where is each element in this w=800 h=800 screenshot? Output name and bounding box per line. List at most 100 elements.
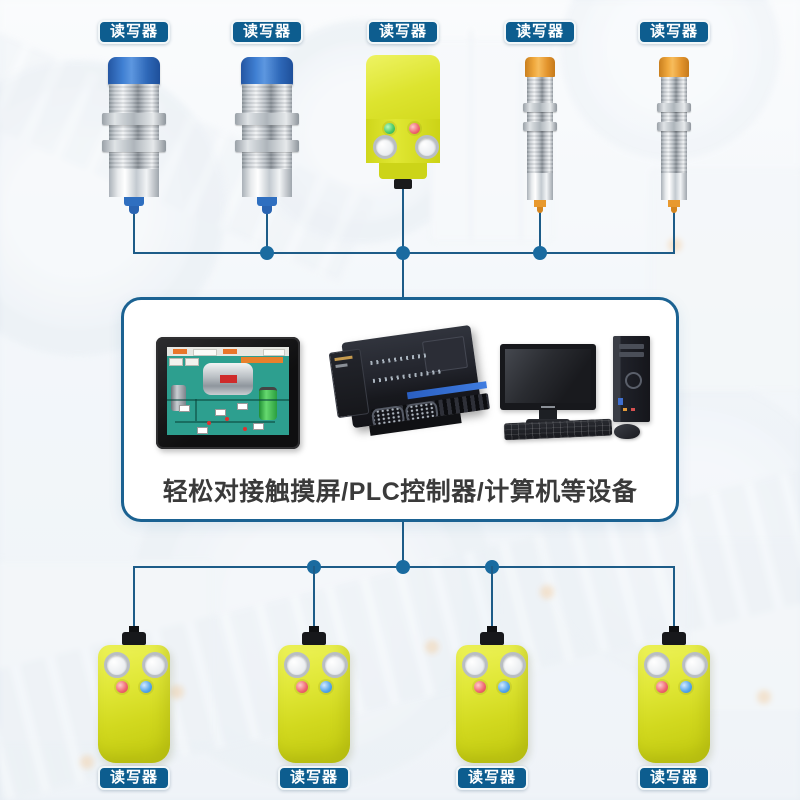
hmi-tank xyxy=(171,385,186,411)
tower-sticker xyxy=(618,398,623,405)
device-label-badge: 读写器 xyxy=(456,766,528,790)
desktop-computer xyxy=(500,336,656,442)
connection-cable xyxy=(491,566,493,628)
monitor xyxy=(500,344,596,410)
cable-connector xyxy=(302,632,326,645)
background-shape xyxy=(170,685,184,699)
connection-cable xyxy=(673,212,675,254)
block-reader-3 xyxy=(456,626,528,766)
block-reader-1 xyxy=(98,626,170,766)
connection-cable xyxy=(539,212,541,254)
hmi-tank-label xyxy=(220,375,237,383)
hmi-tank xyxy=(259,387,277,420)
device-label-badge: 读写器 xyxy=(98,20,170,44)
tower-emblem xyxy=(625,372,642,389)
monitor-stand xyxy=(539,410,557,419)
thin-sensor-1 xyxy=(523,57,557,213)
sensor-nut xyxy=(523,122,557,131)
sensor-nut xyxy=(235,113,299,125)
reader-body xyxy=(278,645,350,763)
tower-led xyxy=(631,408,635,411)
junction-dot xyxy=(396,560,410,574)
mounting-hole xyxy=(462,652,488,678)
background-shape xyxy=(80,755,94,769)
hmi-screen xyxy=(167,347,289,435)
sensor-nut xyxy=(657,103,691,112)
hmi-graphic xyxy=(169,358,183,366)
cable-connector xyxy=(480,632,504,645)
sensor-body-top xyxy=(366,55,440,119)
sensor-blue-cap xyxy=(108,57,160,85)
hmi-graphic xyxy=(173,349,187,354)
red-led xyxy=(296,681,308,693)
cable-nub xyxy=(309,626,319,632)
sensor-cable-tip xyxy=(262,206,272,214)
mounting-hole xyxy=(415,135,439,159)
mouse xyxy=(614,424,640,439)
device-label-badge: 读写器 xyxy=(98,766,170,790)
keyboard xyxy=(503,418,613,441)
plc-cover-door xyxy=(421,335,469,374)
plc-label xyxy=(335,363,348,369)
mounting-hole xyxy=(322,652,348,678)
background-shape xyxy=(757,690,771,704)
cable-connector xyxy=(122,632,146,645)
blue-led xyxy=(680,681,692,693)
sensor-nut xyxy=(657,122,691,131)
device-label-badge: 读写器 xyxy=(367,20,439,44)
block-reader-2 xyxy=(278,626,350,766)
hmi-pipe xyxy=(167,399,289,401)
plc-led-row xyxy=(370,353,427,366)
cable-nub xyxy=(487,626,497,632)
red-led xyxy=(656,681,668,693)
red-led xyxy=(474,681,486,693)
sensor-chrome-tail xyxy=(661,173,687,200)
sensor-nut xyxy=(102,140,166,152)
background-shape xyxy=(470,30,472,240)
connection-cable xyxy=(133,212,135,254)
hmi-pipe xyxy=(195,399,197,421)
cylindrical-sensor-1 xyxy=(102,57,166,214)
hmi-graphic xyxy=(223,349,237,354)
connection-cable xyxy=(313,566,315,628)
sensor-chrome-tail xyxy=(527,173,553,200)
green-led xyxy=(384,123,395,134)
junction-dot xyxy=(396,246,410,260)
cable-nub xyxy=(129,626,139,632)
thin-sensor-2 xyxy=(657,57,691,213)
hmi-label xyxy=(197,427,208,434)
hmi-alarm-dot xyxy=(243,427,247,431)
hub-caption: 轻松对接触摸屏/PLC控制器/计算机等设备 xyxy=(162,478,638,506)
mounting-hole xyxy=(500,652,526,678)
plc-controller xyxy=(327,318,492,454)
sensor-blue-cap xyxy=(241,57,293,85)
cable-connector xyxy=(394,179,412,189)
cable-nub xyxy=(669,626,679,632)
cylindrical-sensor-2 xyxy=(235,57,299,214)
device-label-badge: 读写器 xyxy=(638,766,710,790)
mounting-hole xyxy=(284,652,310,678)
hmi-graphic xyxy=(185,358,199,366)
mounting-hole xyxy=(373,135,397,159)
mounting-hole xyxy=(644,652,670,678)
sensor-cable-gland xyxy=(534,200,546,207)
mounting-hole xyxy=(682,652,708,678)
background-shape xyxy=(425,640,439,654)
connection-cable xyxy=(266,212,268,254)
sensor-cable-gland xyxy=(124,197,144,206)
sensor-nut xyxy=(523,103,557,112)
connection-cable xyxy=(133,566,135,628)
connection-cable xyxy=(402,189,404,254)
sensor-cable-gland xyxy=(257,197,277,206)
monitor-screen xyxy=(505,349,591,403)
block-reader-4 xyxy=(638,626,710,766)
device-label-badge: 读写器 xyxy=(504,20,576,44)
sensor-cable-tip xyxy=(129,206,139,214)
hmi-label xyxy=(253,423,264,430)
red-led xyxy=(116,681,128,693)
pc-tower xyxy=(613,336,650,422)
hub-uplink-line xyxy=(402,254,404,298)
plc-led-row xyxy=(372,369,443,383)
touchscreen-hmi xyxy=(156,337,300,449)
blue-led xyxy=(320,681,332,693)
